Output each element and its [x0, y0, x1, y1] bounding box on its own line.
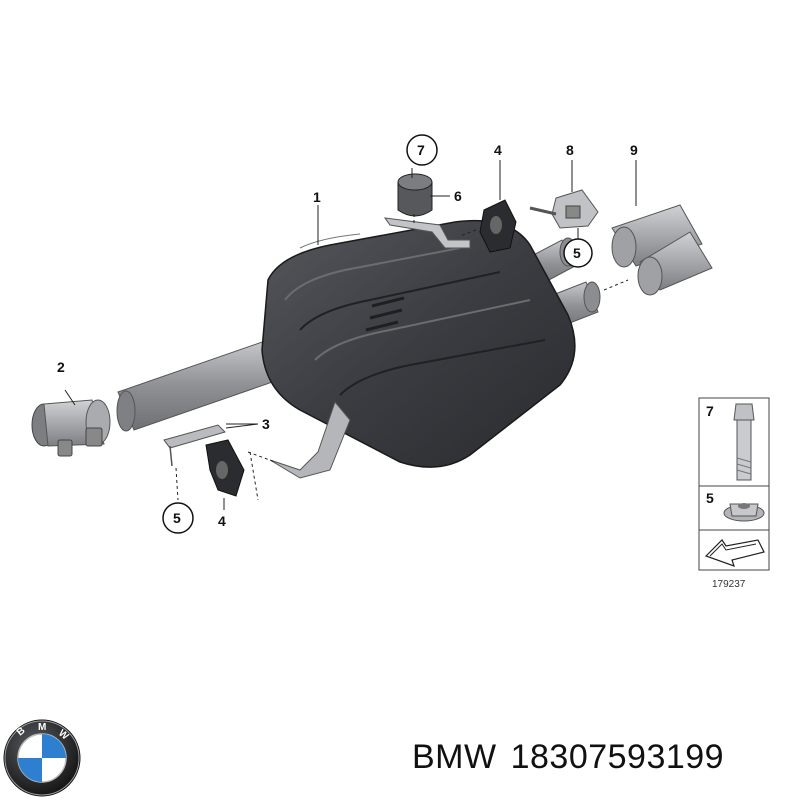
callout-9: 9	[630, 142, 638, 158]
brand-name: BMW	[412, 738, 497, 776]
muffler-bracket	[247, 400, 351, 479]
muffler-body	[261, 219, 576, 468]
callout-8: 8	[566, 142, 574, 158]
diagram-number: 179237	[712, 579, 746, 590]
bracket-part-8	[529, 160, 599, 240]
circled-callout-5-lower: 5	[162, 502, 194, 534]
callout-6: 6	[454, 188, 462, 204]
svg-text:7: 7	[417, 142, 425, 158]
svg-text:M: M	[38, 722, 46, 733]
rubber-mount-part-4-upper	[459, 160, 517, 253]
brand-part-number: BMW 18307593199	[412, 738, 738, 777]
legend-nut-label: 5	[706, 490, 714, 506]
bmw-logo: B M W	[3, 719, 81, 797]
top-hanger	[383, 217, 471, 249]
callout-3: 3	[262, 416, 270, 432]
rubber-mount-part-4-lower	[205, 439, 259, 510]
callout-2: 2	[57, 359, 65, 375]
callout-4-upper: 4	[494, 142, 502, 158]
circled-callout-5-upper: 5	[563, 238, 593, 268]
svg-text:5: 5	[173, 510, 181, 526]
arrow-icon	[704, 539, 765, 567]
part-number: 18307593199	[510, 738, 725, 776]
bolt-icon	[733, 403, 755, 481]
svg-text:5: 5	[573, 245, 581, 261]
callout-labels: 1 2 3 4 4 6 8 9	[57, 142, 638, 529]
clamp-part-2	[31, 389, 111, 457]
callout-4-lower: 4	[218, 513, 226, 529]
legend-bolt-label: 7	[706, 403, 714, 419]
bracket-part-3	[163, 423, 259, 501]
rubber-bushing-part-6	[397, 168, 450, 226]
nut-icon	[723, 503, 765, 522]
inlet-pipe	[116, 339, 285, 432]
exhaust-tips-part-9	[603, 160, 713, 296]
legend-panel: 7 5 179237	[698, 397, 770, 590]
callout-1: 1	[313, 189, 321, 205]
circled-callout-7: 7	[406, 134, 438, 166]
